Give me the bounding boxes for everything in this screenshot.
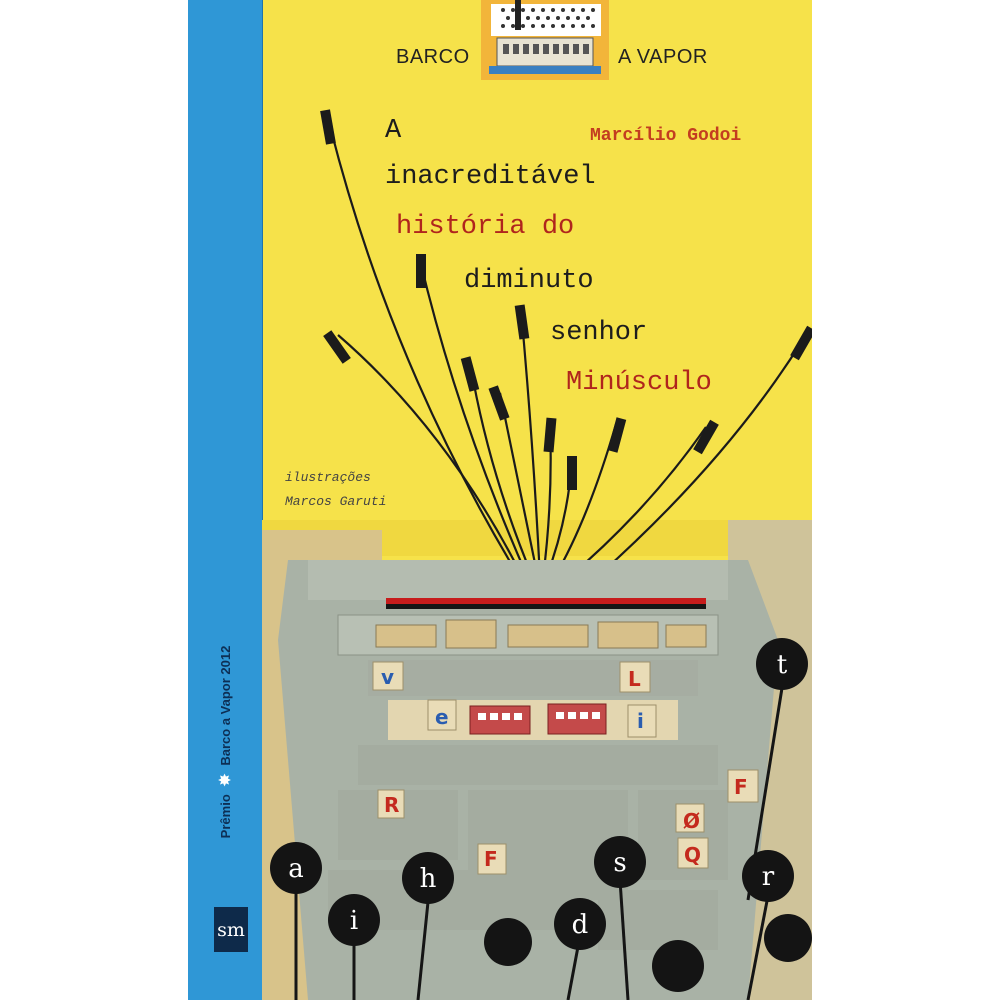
cover-spine-strip: Prêmio ✸ Barco a Vapor 2012 sm — [188, 0, 263, 1000]
key-i — [328, 894, 380, 946]
steamboat-logo-icon — [481, 0, 609, 80]
collection-name-right: A VAPOR — [618, 46, 708, 68]
key-s — [594, 836, 646, 888]
key-a — [270, 842, 322, 894]
collection-header: BARCO A VAPOR — [262, 40, 812, 78]
slug-letter-Q: Q — [684, 843, 701, 867]
title-line-4: diminuto — [464, 266, 594, 296]
book-cover: Prêmio ✸ Barco a Vapor 2012 sm BARCO A V… — [188, 0, 812, 1000]
title-line-3: história do — [396, 212, 575, 242]
collection-name-left: BARCO — [396, 46, 470, 68]
key-blank-3 — [764, 914, 812, 962]
slug-letter-v: v — [381, 665, 394, 689]
slug-letter-R: R — [384, 793, 399, 817]
title-line-6: Minúsculo — [566, 368, 712, 398]
illustrations-label: ilustrações — [285, 470, 371, 485]
slug-letter-F-lower: F — [484, 847, 498, 871]
key-letter-a: a — [288, 854, 304, 884]
illustrator-name: Marcos Garuti — [285, 494, 387, 509]
key-letter-i: i — [350, 906, 358, 936]
key-d — [554, 898, 606, 950]
slug-letter-i: i — [637, 709, 644, 733]
author-name: Marcílio Godoi — [590, 126, 742, 146]
key-letter-s: s — [613, 848, 626, 878]
key-h — [402, 852, 454, 904]
key-letter-r: r — [762, 862, 775, 892]
slug-letter-e: e — [435, 705, 449, 729]
title-line-2: inacreditável — [385, 162, 596, 192]
key-letter-h: h — [420, 864, 437, 894]
title-line-5: senhor — [550, 318, 648, 348]
key-t — [756, 638, 808, 690]
key-letter-d: d — [572, 910, 589, 940]
typewriter-collage-illustration: v e L i R F Ø Q F — [262, 109, 812, 1000]
title-line-1: A — [385, 116, 402, 146]
key-blank-2 — [652, 940, 704, 992]
slug-letter-L: L — [628, 667, 641, 691]
key-letter-t: t — [777, 650, 788, 680]
slug-letter-F: F — [734, 775, 748, 799]
slug-letter-Q-slash: Ø — [683, 809, 700, 833]
key-blank-1 — [484, 918, 532, 966]
key-r — [742, 850, 794, 902]
publisher-logo: sm — [214, 907, 248, 952]
